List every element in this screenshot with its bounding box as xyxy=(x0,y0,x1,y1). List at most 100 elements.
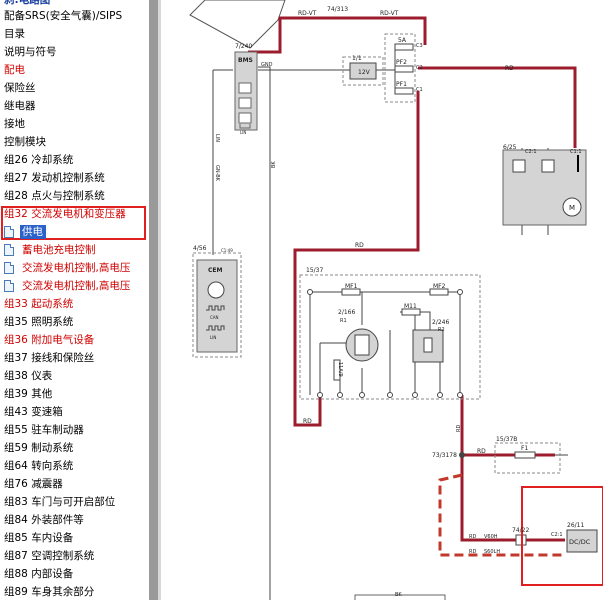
label-wire-bk: BK xyxy=(271,161,277,168)
cem-symbol-icon xyxy=(207,281,225,299)
nav-item[interactable]: 组37 接线和保险丝 xyxy=(4,352,95,364)
nav-item[interactable]: 组32 交流发电机和变压器 xyxy=(4,208,126,220)
label-m11: M11 xyxy=(404,303,417,310)
nav-item[interactable]: 组36 附加电气设备 xyxy=(4,334,95,346)
nav-item[interactable]: 组88 内部设备 xyxy=(4,568,74,580)
battery xyxy=(349,62,377,80)
nav-item[interactable]: 组33 起动系统 xyxy=(4,298,74,310)
label-r2: R2 xyxy=(438,327,445,333)
document-icon xyxy=(4,226,14,238)
label-rd-mid: RD xyxy=(355,242,364,249)
tilted-component-outline xyxy=(189,0,286,49)
nav-item[interactable]: 组27 发动机控制系统 xyxy=(4,172,105,184)
nav-item-wiring-diagram[interactable]: 刹:电路图 xyxy=(4,0,51,6)
nav-item[interactable]: 控制模块 xyxy=(4,136,46,148)
label-mf1: MF1 xyxy=(345,283,358,290)
label-dcdc-id: 26/11 xyxy=(567,522,584,529)
nav-item[interactable]: 组26 冷却系统 xyxy=(4,154,74,166)
nav-item[interactable]: 组85 车内设备 xyxy=(4,532,74,544)
nav-item[interactable]: 组35 照明系统 xyxy=(4,316,74,328)
wire-rd-dashed xyxy=(438,473,565,557)
fuse-m11 xyxy=(401,308,421,316)
nav-item[interactable]: 配电 xyxy=(4,64,25,76)
fuse-pf2 xyxy=(394,65,414,73)
vertical-scrollbar[interactable] xyxy=(149,0,158,600)
nav-item[interactable]: 组87 空调控制系统 xyxy=(4,550,95,562)
label-batt-id: 1/1 xyxy=(352,55,362,62)
label-bms-id: 7/240 xyxy=(235,43,252,50)
document-icon xyxy=(4,244,14,256)
label-v60h: V60H xyxy=(484,534,498,540)
junction-node xyxy=(459,452,465,458)
nav-item[interactable]: 组84 外装部件等 xyxy=(4,514,84,526)
dcdc-converter xyxy=(566,529,598,553)
nav-item[interactable]: 供电 xyxy=(22,226,43,238)
wire-rd-vt xyxy=(248,16,427,54)
label-mf2: MF2 xyxy=(433,283,446,290)
label-dcdc-name: DC/DC xyxy=(569,538,591,546)
label-can: CAN xyxy=(210,315,219,320)
fuse-pf1 xyxy=(394,87,414,95)
nav-item[interactable]: 目录 xyxy=(4,28,25,40)
label-74-313: 74/313 xyxy=(327,6,348,13)
wiring-diagram: RD-VT 74/313 RD-VT 7/240 BMS LIN GND 1/1… xyxy=(161,0,603,604)
nav-item[interactable]: 组39 其他 xyxy=(4,388,53,400)
selected-item-highlight xyxy=(20,225,46,239)
nav-item[interactable]: 组55 驻车制动器 xyxy=(4,424,84,436)
navigation-tree: 刹:电路图 配备SRS(安全气囊)/SIPS 目录说明与符号配电保险丝继电器接地控… xyxy=(0,0,149,600)
nav-item[interactable]: 组38 仪表 xyxy=(4,370,53,382)
pane-splitter[interactable] xyxy=(158,0,161,600)
nav-item[interactable]: 组89 车身其余部分 xyxy=(4,586,95,598)
nav-item[interactable]: 蓄电池充电控制 xyxy=(22,244,96,256)
label-74-22: 74/22 xyxy=(512,527,529,534)
nav-item[interactable]: 组83 车门与可开启部位 xyxy=(4,496,116,508)
label-s60lh: S60LH xyxy=(484,549,500,555)
label-sw-id: 2/166 xyxy=(338,309,355,316)
label-fuse-11a: 11A/9 xyxy=(337,362,343,377)
label-cem-id: 4/56 xyxy=(193,245,207,252)
label-relay-c2: C2:1 xyxy=(525,149,537,155)
label-cem-name: CEM xyxy=(208,267,223,274)
fuse-box xyxy=(384,33,416,103)
label-bk-bottom: BK xyxy=(395,592,402,598)
label-relay-c1: C1:1 xyxy=(570,149,582,155)
label-c2-1: C2:1 xyxy=(551,532,563,538)
nav-item[interactable]: 接地 xyxy=(4,118,25,130)
nav-item[interactable]: 配备SRS(安全气囊)/SIPS xyxy=(4,10,123,22)
fuse-f1 xyxy=(514,451,536,459)
fuse-11a-9 xyxy=(333,359,341,381)
label-c1: C1 xyxy=(416,87,423,93)
nav-item[interactable]: 组76 减震器 xyxy=(4,478,63,490)
label-rd-b2: RD xyxy=(469,549,476,555)
fuse-mf1 xyxy=(341,288,361,296)
label-lin: LIN xyxy=(240,130,246,135)
label-cem-c1: C1:49 xyxy=(221,248,233,253)
battery-enclosure xyxy=(342,56,384,86)
cem-enclosure xyxy=(192,252,242,358)
nav-item[interactable]: 组64 转向系统 xyxy=(4,460,74,472)
label-motor: M xyxy=(569,204,575,212)
nav-item[interactable]: 组59 制动系统 xyxy=(4,442,74,454)
wire-rd-node xyxy=(460,395,555,457)
label-wire-gnbk: GN-BK xyxy=(214,165,220,182)
fuse-5a xyxy=(394,43,414,51)
distribution-box xyxy=(299,274,481,400)
nav-item[interactable]: 组43 变速箱 xyxy=(4,406,63,418)
wire-rd-main xyxy=(293,91,420,427)
document-icon xyxy=(4,262,14,274)
nav-item[interactable]: 组28 点火与控制系统 xyxy=(4,190,105,202)
wire-rd-top xyxy=(418,66,577,148)
nav-item[interactable]: 继电器 xyxy=(4,100,36,112)
nav-item[interactable]: 交流发电机控制,高电压 xyxy=(22,280,131,292)
nav-item[interactable]: 交流发电机控制,高电压 xyxy=(22,262,131,274)
nav-item[interactable]: 说明与符号 xyxy=(4,46,57,58)
signal-wires xyxy=(212,45,576,600)
fuse-mf2 xyxy=(429,288,449,296)
label-node-id: 73/3178 xyxy=(432,452,457,459)
label-r2-id: 2/246 xyxy=(432,319,449,326)
label-c3: C3 xyxy=(416,43,423,49)
label-f1: F1 xyxy=(521,445,528,452)
motor-icon xyxy=(562,197,582,217)
nav-item[interactable]: 保险丝 xyxy=(4,82,36,94)
label-dist-id: 15/37 xyxy=(306,267,323,274)
